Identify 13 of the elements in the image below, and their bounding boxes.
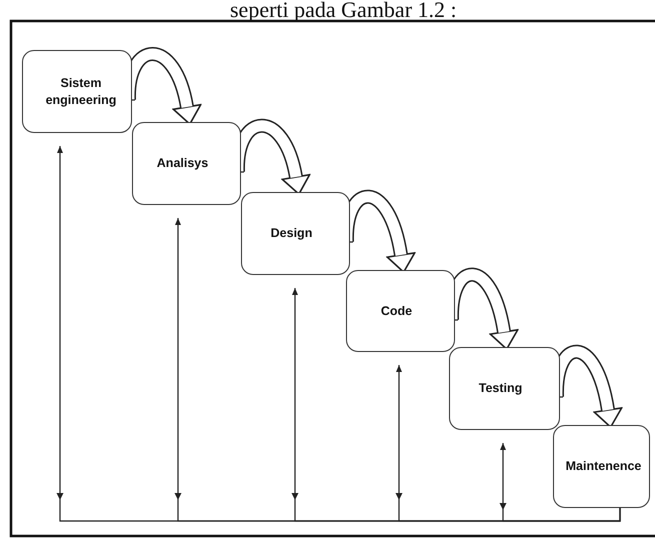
process-box [132,122,241,205]
caption-text: seperti pada Gambar 1.2 : [230,0,457,23]
process-box [346,270,455,352]
step-label: Code [380,302,412,320]
process-box [22,50,132,133]
process-box [449,347,560,430]
step-label: Design [270,225,312,242]
step-label: Analisys [156,155,208,172]
process-box [553,425,650,508]
step-label: Maintenence [566,458,642,475]
step-label: Sistem engineering [44,74,118,108]
step-label: Testing [478,380,522,397]
process-box [241,192,350,275]
